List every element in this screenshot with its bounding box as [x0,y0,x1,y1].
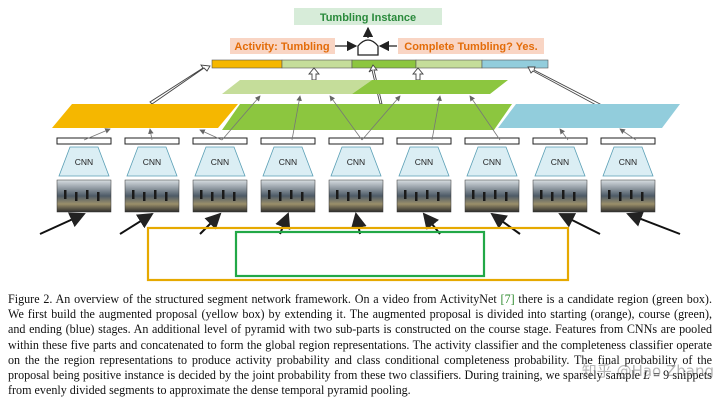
tumbling-instance-label: Tumbling Instance [320,12,416,24]
cnn-block [58,146,110,177]
sampling-arrow [199,212,222,235]
feature-vector [260,137,316,145]
cnn-block [466,146,518,177]
athlete-figure [64,190,67,199]
athlete-figure [483,192,486,201]
athlete-figure [494,190,497,199]
cnn-block [126,146,178,177]
athlete-figure [619,192,622,201]
and-gate-icon [357,39,379,56]
athlete-figure [75,192,78,201]
athlete-figure [211,192,214,201]
athlete-figure [505,192,508,201]
cnn-block [602,146,654,177]
cnn-label: CNN [211,157,229,167]
completeness-label: Complete Tumbling? Yes. [404,41,537,53]
feature-vector [600,137,656,145]
cnn-label: CNN [279,157,297,167]
cnn-blocks: CNN CNN CNN CNN CNN CNN CNN CNN CNN [58,146,654,177]
cnn-label: CNN [551,157,569,167]
completeness-label-box [398,38,544,54]
sampling-arrow [490,212,521,235]
sampling-arrow [350,212,367,235]
cnn-label: CNN [347,157,365,167]
candidate-region-box [234,230,486,278]
sampling-arrow [422,212,441,235]
activity-label-box [230,38,335,54]
athlete-figure [165,192,168,201]
feature-vector [192,137,248,145]
athlete-figure [369,192,372,201]
course-subpart-left [222,80,372,94]
cnn-label: CNN [143,157,161,167]
feature-vector [56,137,112,145]
cnn-block [534,146,586,177]
athlete-figure [143,192,146,201]
athlete-figure [86,190,89,199]
sampled-snippets [56,179,656,213]
athlete-figure [154,190,157,199]
cnn-block [398,146,450,177]
cnn-block [194,146,246,177]
athlete-figure [200,190,203,199]
cnn-label: CNN [483,157,501,167]
global-feature-bar [211,59,549,69]
athlete-figure [222,190,225,199]
vector-to-stage-lines [83,95,637,141]
athlete-figure [415,192,418,201]
athlete-figure [336,190,339,199]
caption-part-2: there is a candidate region (green box).… [8,292,712,383]
ending-stage [498,104,680,128]
athlete-figure [132,190,135,199]
athlete-figure [630,190,633,199]
sampling-arrow [275,212,291,235]
athlete-figure [279,192,282,201]
tumbling-instance-box [294,8,442,25]
watermark: 知乎 @Hao Zhang [581,362,714,380]
feature-vector [328,137,384,145]
cnn-label: CNN [75,157,93,167]
athlete-figure [472,190,475,199]
athlete-figure [562,190,565,199]
athlete-figure [290,190,293,199]
framework-figure: Tumbling Instance Activity: Tumbling Com… [39,8,681,282]
athlete-figure [551,192,554,201]
athlete-figure [233,192,236,201]
activity-label: Activity: Tumbling [234,41,329,53]
caption-part-1: Figure 2. An overview of the structured … [8,292,501,306]
feature-vector [396,137,452,145]
sampling-arrows [39,211,681,235]
athlete-figure [641,192,644,201]
cnn-label: CNN [619,157,637,167]
course-subpart-right [352,80,508,94]
feature-vectors [56,137,656,145]
athlete-figure [97,192,100,201]
athlete-figure [404,190,407,199]
athlete-figure [347,192,350,201]
sampling-arrow [626,211,681,235]
feature-vector [532,137,588,145]
athlete-figure [540,190,543,199]
cnn-block [330,146,382,177]
athlete-figure [437,192,440,201]
athlete-figure [301,192,304,201]
sampling-arrow [558,213,601,235]
athlete-figure [608,190,611,199]
sampling-arrow [39,212,86,235]
caption-part-3: = 9 snippets from evenly divided segment… [8,368,712,398]
cnn-label: CNN [415,157,433,167]
athlete-figure [573,192,576,201]
augmented-proposal-box [146,226,570,282]
cnn-block [262,146,314,177]
athlete-figure [268,190,271,199]
sampling-arrow [119,212,154,235]
athlete-figure [358,190,361,199]
caption-variable: L [643,368,650,383]
citation-link[interactable]: [7] [500,292,515,306]
athlete-figure [426,190,429,199]
starting-stage [52,104,238,128]
course-stage [222,104,512,130]
figure-caption: Figure 2. An overview of the structured … [8,292,712,398]
feature-vector [464,137,520,145]
